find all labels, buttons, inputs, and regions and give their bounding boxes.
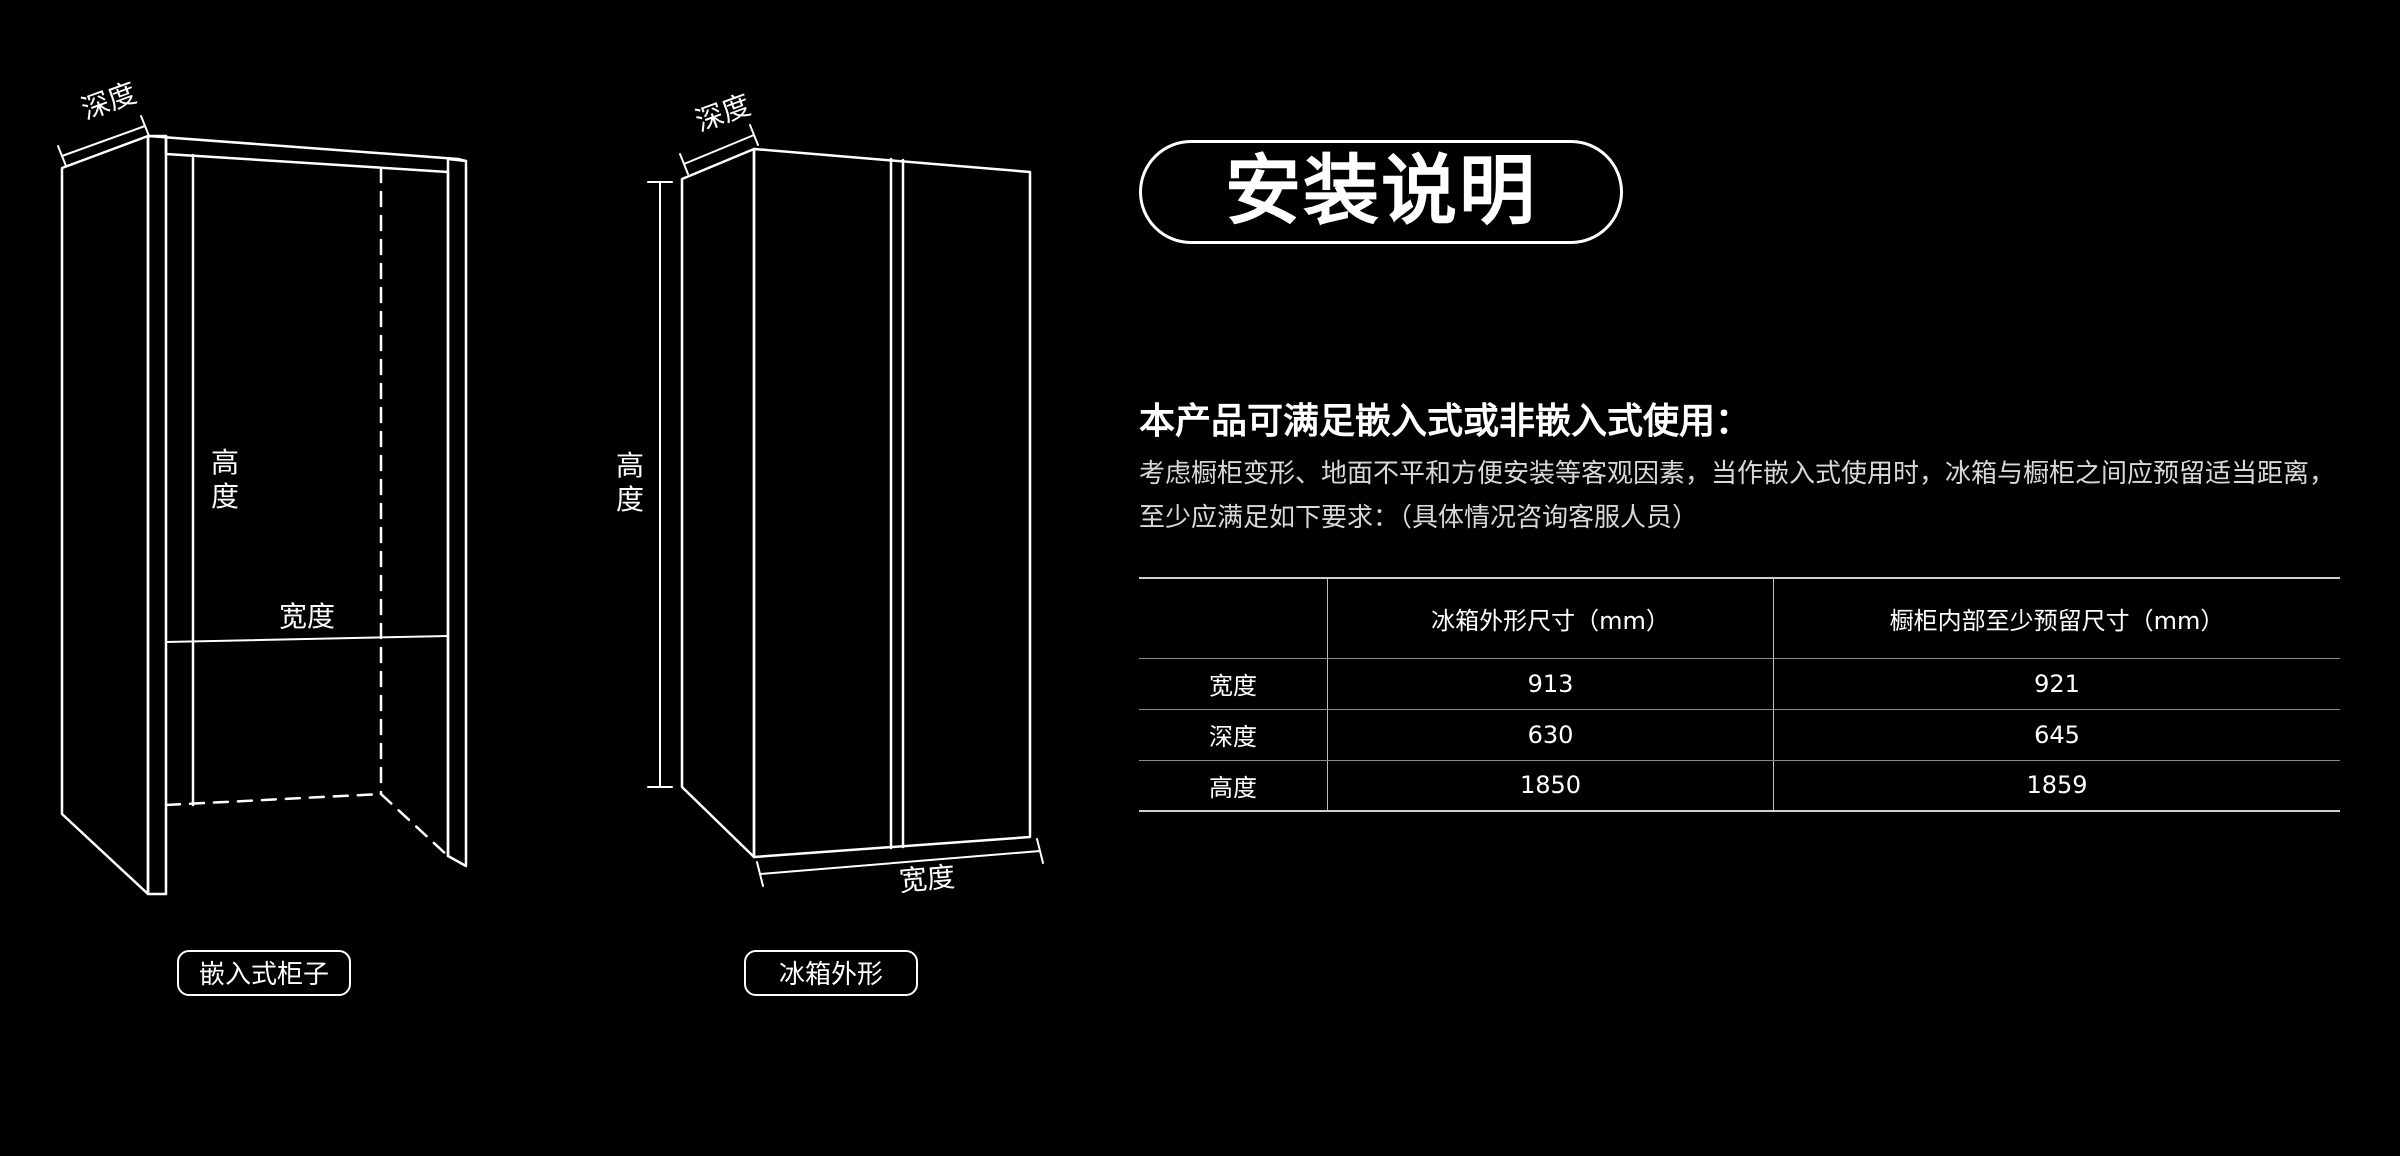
row-label: 高度 bbox=[1139, 760, 1328, 812]
cabinet-drawing bbox=[57, 115, 468, 896]
fridge-value: 630 bbox=[1327, 709, 1774, 761]
cabinet-front-post bbox=[146, 134, 168, 896]
description-line-1: 考虑橱柜变形、地面不平和方便安装等客观因素，当作嵌入式使用时，冰箱与橱柜之间应预… bbox=[1139, 459, 2336, 489]
fridge-height-label: 高度 bbox=[615, 449, 644, 516]
table-row: 高度 1850 1859 bbox=[1139, 760, 2340, 812]
cabinet-caption: 嵌入式柜子 bbox=[177, 950, 351, 996]
cabinet-value: 921 bbox=[1773, 658, 2340, 710]
cabinet-left-panel bbox=[60, 134, 150, 896]
row-label: 宽度 bbox=[1139, 658, 1328, 710]
fridge-depth-line bbox=[683, 134, 755, 165]
fridge-value: 913 bbox=[1327, 658, 1774, 710]
cabinet-depth-line bbox=[61, 125, 146, 157]
fridge-front bbox=[752, 147, 1032, 859]
cabinet-width-line bbox=[165, 635, 449, 643]
cabinet-top bbox=[146, 134, 468, 163]
page-title: 安装说明 bbox=[1139, 140, 1623, 244]
table-row: 宽度 913 921 bbox=[1139, 658, 2340, 710]
size-spec-table: 冰箱外形尺寸（mm） 橱柜内部至少预留尺寸（mm） 宽度 913 921 深度 … bbox=[1139, 577, 2340, 812]
usage-subtitle: 本产品可满足嵌入式或非嵌入式使用： bbox=[1139, 401, 1752, 442]
fridge-width-label: 宽度 bbox=[897, 860, 957, 898]
fridge-drawing bbox=[647, 124, 1044, 887]
cabinet-right-panel bbox=[446, 157, 468, 868]
row-label: 深度 bbox=[1139, 709, 1328, 761]
fridge-value: 1850 bbox=[1327, 760, 1774, 812]
installation-diagram bbox=[57, 115, 1044, 896]
fridge-width-line bbox=[759, 850, 1041, 875]
cabinet-value: 645 bbox=[1773, 709, 2340, 761]
table-header-blank bbox=[1139, 577, 1328, 659]
table-header-fridge-size: 冰箱外形尺寸（mm） bbox=[1327, 577, 1774, 659]
table-header-cabinet-size: 橱柜内部至少预留尺寸（mm） bbox=[1773, 577, 2340, 659]
fridge-caption: 冰箱外形 bbox=[744, 950, 918, 996]
install-description: 考虑橱柜变形、地面不平和方便安装等客观因素，当作嵌入式使用时，冰箱与橱柜之间应预… bbox=[1139, 452, 2349, 540]
cabinet-height-label: 高度 bbox=[210, 446, 239, 513]
table-header-row: 冰箱外形尺寸（mm） 橱柜内部至少预留尺寸（mm） bbox=[1139, 577, 2340, 659]
cabinet-value: 1859 bbox=[1773, 760, 2340, 812]
fridge-side bbox=[680, 147, 756, 859]
cabinet-width-label: 宽度 bbox=[279, 600, 336, 633]
table-row: 深度 630 645 bbox=[1139, 709, 2340, 761]
cabinet-floor-edge bbox=[164, 792, 383, 807]
description-line-2: 至少应满足如下要求：（具体情况咨询客服人员） bbox=[1139, 503, 1699, 533]
